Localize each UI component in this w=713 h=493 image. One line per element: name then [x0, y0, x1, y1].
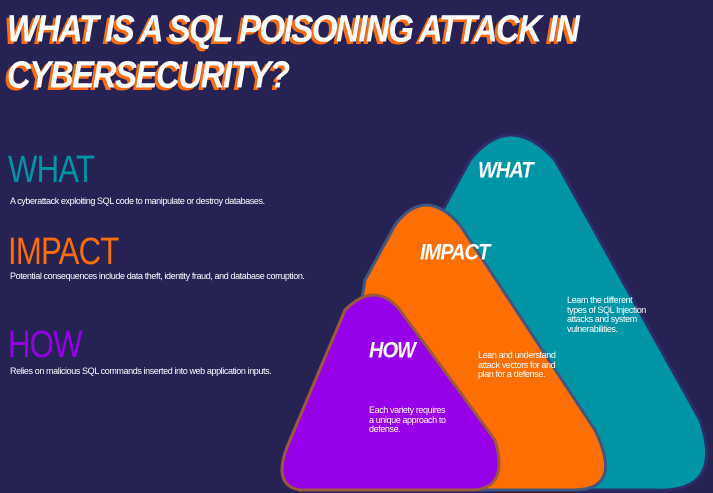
- diagram-how-text: Each variety requires a unique approach …: [369, 405, 446, 434]
- diagram-how-label: HOW: [369, 338, 416, 364]
- diagram-what-text: Learn the different types of SQL Injecti…: [567, 295, 646, 334]
- diagram-what-label: WHAT: [478, 158, 533, 184]
- diagram-impact-label: IMPACT: [420, 240, 490, 266]
- how-description: Relies on malicious SQL commands inserte…: [10, 366, 272, 376]
- impact-description: Potential consequences include data thef…: [10, 271, 305, 281]
- how-heading: HOW: [8, 324, 83, 366]
- what-description: A cyberattack exploiting SQL code to man…: [10, 196, 265, 206]
- diagram-impact-text: Lean and understand attack vectors for a…: [478, 350, 556, 379]
- impact-heading: IMPACT: [8, 231, 119, 273]
- what-heading: WHAT: [8, 149, 95, 191]
- page-title: What is a SQL Poisoning Attack in Cybers…: [7, 7, 580, 96]
- how-triangle: [280, 293, 501, 492]
